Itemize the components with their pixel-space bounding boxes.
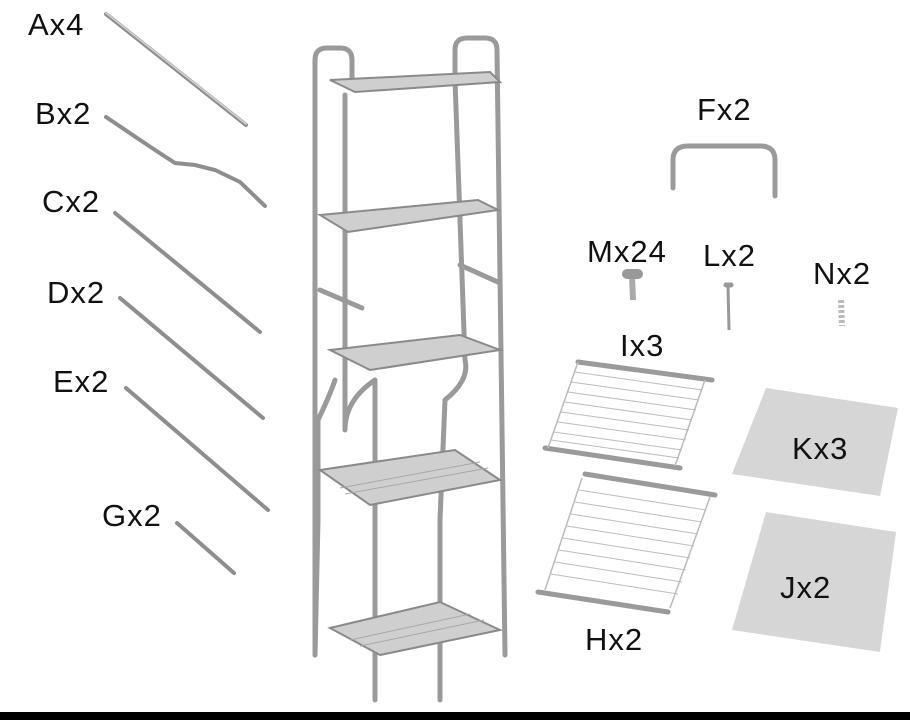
label-m: Mx24 bbox=[587, 234, 667, 269]
assembled-shelf-tower bbox=[312, 35, 508, 703]
part-k-panel bbox=[732, 388, 898, 496]
label-d: Dx2 bbox=[47, 275, 105, 310]
part-b-rod bbox=[104, 115, 267, 208]
part-e-rod bbox=[124, 386, 270, 512]
part-n-anchor bbox=[838, 299, 845, 327]
shelf-slats bbox=[339, 461, 489, 647]
part-c-rod bbox=[113, 211, 262, 334]
label-h: Hx2 bbox=[585, 622, 643, 657]
part-f-handle bbox=[670, 143, 778, 199]
label-l: Lx2 bbox=[703, 238, 756, 273]
label-a: Ax4 bbox=[28, 7, 84, 42]
part-d-rod bbox=[118, 296, 265, 420]
part-l-screw bbox=[723, 282, 734, 331]
label-i: Ix3 bbox=[620, 328, 664, 363]
part-h-wire-panel bbox=[535, 471, 718, 615]
part-a-rod bbox=[104, 12, 248, 127]
bottom-bar bbox=[0, 712, 910, 720]
label-b: Bx2 bbox=[35, 96, 91, 131]
part-m-screw bbox=[622, 269, 643, 301]
label-c: Cx2 bbox=[42, 184, 100, 219]
part-j-panel bbox=[732, 512, 896, 652]
label-k: Kx3 bbox=[792, 431, 848, 466]
label-f: Fx2 bbox=[697, 92, 752, 127]
label-n: Nx2 bbox=[813, 256, 871, 291]
label-g: Gx2 bbox=[102, 498, 162, 533]
label-j: Jx2 bbox=[780, 570, 831, 605]
part-i-wire-panel bbox=[542, 359, 715, 471]
part-g-rod bbox=[175, 521, 236, 575]
label-e: Ex2 bbox=[53, 364, 109, 399]
